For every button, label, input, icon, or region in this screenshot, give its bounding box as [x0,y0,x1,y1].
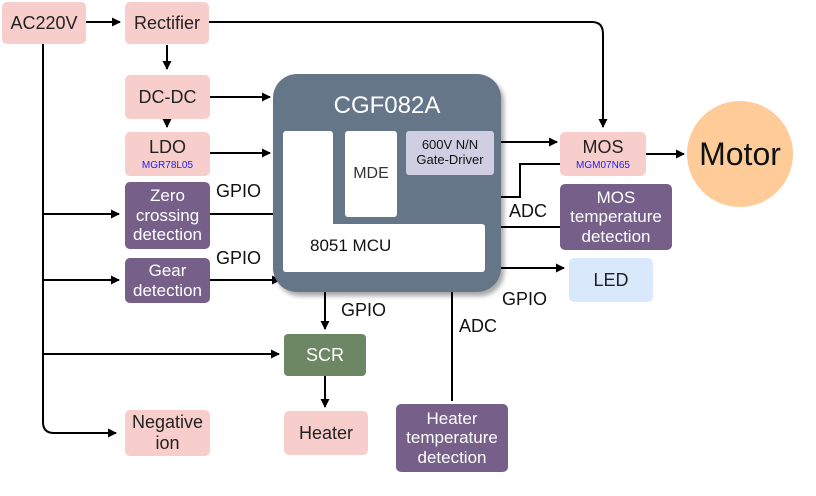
wire-ac-trunk [42,44,117,438]
scr-block: SCR [284,334,366,376]
wire-rectifier-to-mos [209,21,608,128]
gear-detection-block: Gear detection [125,258,210,303]
mcu-label: 8051 MCU [310,236,392,255]
heater-temp-line-3: detection [417,447,487,467]
gpio-label-gear: GPIO [216,248,262,268]
heater-temp-line-1: Heater [426,408,478,428]
mcu-region-horizontal [283,224,485,272]
ac220v-block: AC220V [2,2,86,44]
mos-label: MOS [582,136,624,157]
heater-temp-line-2: temperature [406,428,498,448]
negative-ion-line-2: ion [155,433,180,453]
negative-ion-block: Negative ion [125,410,210,456]
scr-label: SCR [305,344,344,365]
zero-crossing-line-2: crossing [135,205,200,225]
gear-detection-line-1: Gear [148,260,187,280]
gear-detection-line-2: detection [133,280,202,300]
dcdc-block: DC-DC [125,75,210,119]
heater-temperature-block: Heater temperature detection [396,404,508,472]
led-label: LED [593,269,629,290]
mos-temp-line-1: MOS [596,187,636,207]
gpio-label-zero-crossing: GPIO [216,181,262,201]
chip-title: CGF082A [333,92,441,119]
mos-part-number: MGM07N65 [576,159,630,171]
adc-label-heater-temp: ADC [459,316,498,336]
ldo-part-number: MGR78L05 [141,159,194,171]
zero-crossing-line-3: detection [133,225,202,245]
mos-block: MOS MGM07N65 [560,132,646,176]
mos-temperature-block: MOS temperature detection [560,184,672,250]
dcdc-label: DC-DC [138,86,197,107]
gpio-label-scr: GPIO [341,300,387,320]
ldo-label: LDO [148,136,186,157]
gate-driver-line-1: 600V N/N [421,137,479,153]
mde-label: MDE [353,165,389,182]
gpio-label-led: GPIO [502,289,548,309]
gate-driver-line-2: Gate-Driver [416,152,484,167]
zero-crossing-line-1: Zero [150,186,185,206]
motor-circle: Motor [687,101,793,207]
led-block: LED [569,258,653,302]
mos-temp-line-3: detection [581,226,651,246]
negative-ion-line-1: Negative [131,412,204,433]
ac220v-label: AC220V [10,12,78,33]
heater-label: Heater [298,422,354,443]
heater-block: Heater [284,411,368,455]
zero-crossing-block: Zero crossing detection [125,182,210,249]
gate-driver-block: 600V N/N Gate-Driver [406,131,494,175]
mos-temp-line-2: temperature [570,207,662,227]
rectifier-block: Rectifier [125,2,209,44]
rectifier-label: Rectifier [133,12,200,33]
mde-block [345,131,397,217]
adc-label-mos-temp: ADC [509,201,548,221]
ldo-block: LDO MGR78L05 [125,132,210,176]
motor-label: Motor [699,135,781,172]
